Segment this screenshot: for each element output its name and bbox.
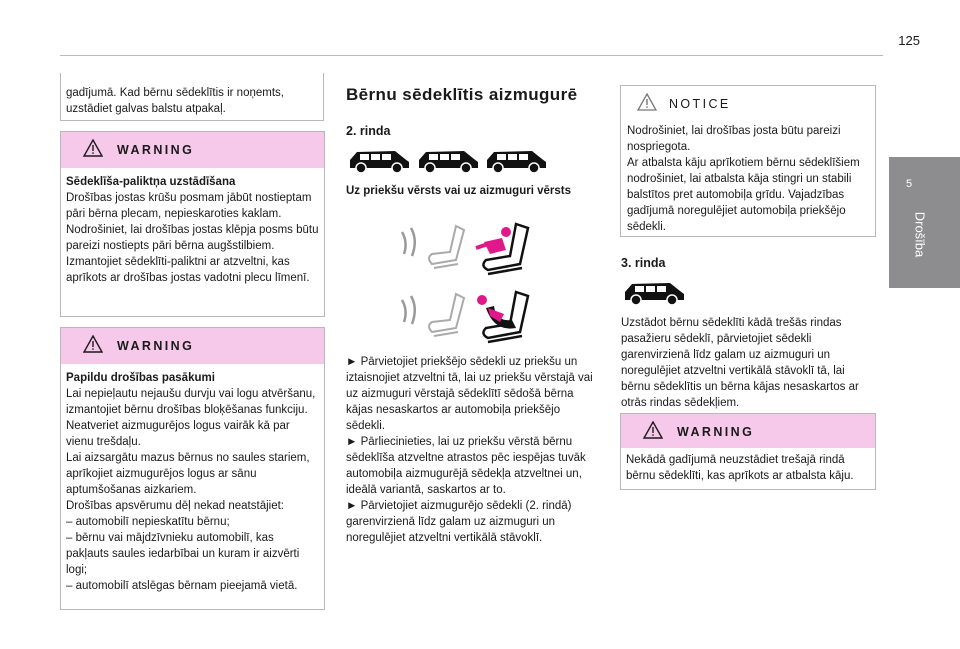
car-icon bbox=[419, 151, 478, 174]
warning-header: WARNING bbox=[61, 328, 324, 364]
row3-text: Uzstādot bērnu sēdeklīti kādā trešās rin… bbox=[621, 317, 859, 409]
chapter-tab[interactable] bbox=[889, 157, 960, 288]
notice-box: NOTICE Nodrošiniet, lai drošības josta b… bbox=[620, 85, 876, 237]
warning-text: Lai nepieļautu nejaušu durvju vai logu a… bbox=[66, 388, 316, 592]
page-number: 125 bbox=[898, 33, 920, 48]
warning-text: Drošības jostas krūšu posmam jābūt nosti… bbox=[66, 192, 319, 284]
warning-box-row3: WARNING Nekādā gadījumā neuzstādiet treš… bbox=[620, 413, 876, 490]
warning-title: Papildu drošības pasākumi bbox=[66, 372, 215, 384]
warning-triangle-icon bbox=[83, 335, 103, 353]
warning-box-extra-safety: WARNING Papildu drošības pasākumi Lai ne… bbox=[60, 327, 325, 610]
warning-box-booster: WARNING Sēdeklīša-paliktņa uzstādīšana D… bbox=[60, 131, 325, 317]
warning-triangle-icon bbox=[643, 421, 663, 439]
notice-header: NOTICE bbox=[621, 86, 875, 119]
instructions-text: ► Pārvietojiet priekšējo sēdekli uz prie… bbox=[346, 356, 593, 544]
child-seat-forward-icon bbox=[400, 222, 530, 276]
car-icon bbox=[487, 151, 546, 174]
warning-text: Nekādā gadījumā neuzstādiet trešajā rind… bbox=[626, 454, 854, 482]
child-seat-rearward-icon bbox=[400, 290, 530, 344]
car-icon bbox=[350, 151, 409, 174]
intro-text-box: gadījumā. Kad bērnu sēdeklītis ir noņemt… bbox=[60, 73, 324, 121]
warning-label: WARNING bbox=[117, 143, 195, 157]
row3-heading: 3. rinda bbox=[621, 256, 666, 270]
notice-triangle-icon bbox=[637, 93, 657, 111]
warning-triangle-icon bbox=[83, 139, 103, 157]
car-icon bbox=[625, 283, 684, 306]
warning-header: WARNING bbox=[61, 132, 324, 168]
warning-label: WARNING bbox=[677, 425, 755, 439]
chapter-tab-number: 5 bbox=[905, 178, 913, 190]
chapter-tab-label: Drošība bbox=[912, 211, 928, 258]
chapter-tab-label-wrap: Drošība bbox=[910, 197, 930, 277]
warning-header: WARNING bbox=[621, 414, 875, 448]
row2-heading: 2. rinda bbox=[346, 124, 391, 138]
intro-text: gadījumā. Kad bērnu sēdeklītis ir noņemt… bbox=[66, 87, 284, 115]
warning-label: WARNING bbox=[117, 339, 195, 353]
notice-label: NOTICE bbox=[669, 97, 731, 111]
facing-heading: Uz priekšu vērsts vai uz aizmuguri vērst… bbox=[346, 185, 571, 197]
warning-title: Sēdeklīša-paliktņa uzstādīšana bbox=[66, 176, 236, 188]
notice-text: Nodrošiniet, lai drošības josta būtu par… bbox=[627, 125, 860, 233]
section-title: Bērnu sēdeklītis aizmugurē bbox=[346, 85, 578, 104]
header-rule bbox=[60, 55, 883, 56]
